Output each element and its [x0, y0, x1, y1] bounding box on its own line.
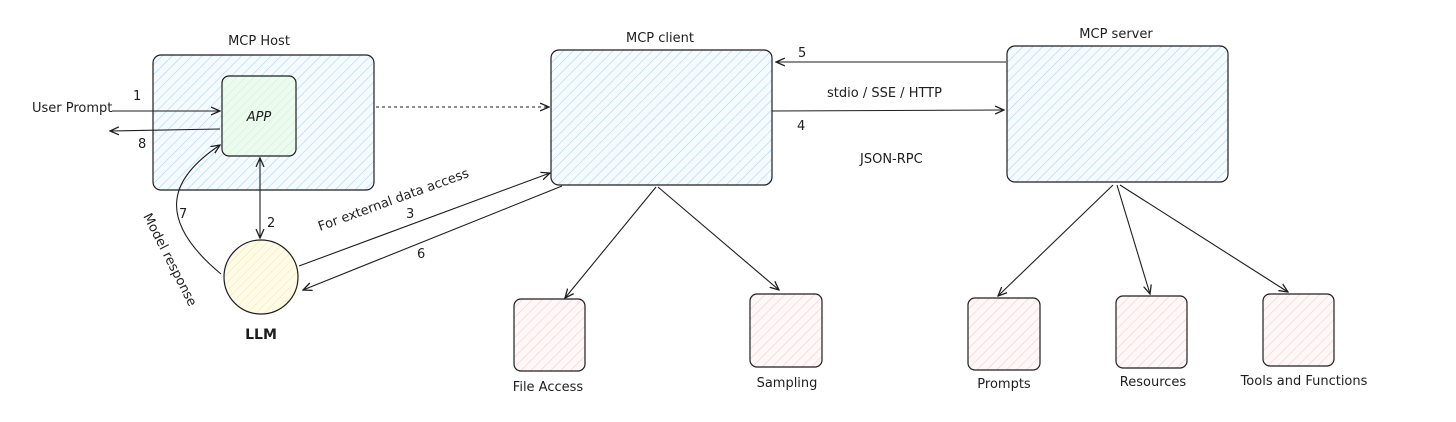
- step-7-label: 7: [179, 207, 187, 222]
- step-5-label: 5: [798, 46, 806, 61]
- step-4-label: 4: [797, 119, 805, 134]
- mcp-client-title: MCP client: [626, 31, 694, 46]
- llm-node[interactable]: [223, 239, 299, 315]
- server-to-prompts-arrow: [998, 184, 1114, 296]
- step-1-label: 1: [133, 89, 141, 104]
- mcp-client-group: MCP client: [550, 31, 773, 186]
- prompts-box: [967, 297, 1041, 371]
- step-4-arrow: [771, 110, 1004, 111]
- model-response-label: Model response: [139, 211, 199, 309]
- sampling-box: [749, 293, 823, 368]
- step-6-label: 6: [417, 247, 425, 262]
- step-8-label: 8: [138, 137, 146, 152]
- mcp-server-title: MCP server: [1079, 27, 1153, 42]
- user-prompt-label: User Prompt: [32, 101, 112, 116]
- resources-label: Resources: [1120, 375, 1187, 390]
- client-to-sampling-arrow: [657, 186, 779, 290]
- tools-label: Tools and Functions: [1240, 374, 1368, 389]
- step-7-arrow: [176, 145, 222, 275]
- step-2-label: 2: [267, 216, 275, 231]
- prompts-label: Prompts: [977, 377, 1031, 392]
- resources-box: [1115, 295, 1188, 369]
- step-8-arrow: [110, 129, 221, 131]
- file-access-box: [513, 298, 586, 372]
- sampling-label: Sampling: [757, 376, 818, 391]
- sampling-node[interactable]: Sampling: [749, 293, 823, 391]
- step-3-label: 3: [406, 207, 414, 222]
- tools-node[interactable]: Tools and Functions: [1240, 293, 1368, 389]
- file-access-node[interactable]: File Access: [513, 298, 586, 395]
- tools-box: [1262, 293, 1335, 367]
- mcp-host-group: MCP Host APP: [152, 34, 375, 191]
- llm-group: LLM: [223, 239, 299, 343]
- step-3-arrow: [298, 173, 550, 267]
- llm-label: LLM: [245, 327, 277, 343]
- server-to-tools-arrow: [1119, 184, 1288, 292]
- client-to-file-access-arrow: [565, 186, 657, 298]
- mcp-host-title: MCP Host: [228, 34, 290, 49]
- app-box[interactable]: [221, 75, 297, 157]
- app-label: APP: [246, 110, 272, 125]
- mcp-server-box[interactable]: [1006, 45, 1229, 183]
- protocol-label: JSON-RPC: [859, 152, 923, 167]
- file-access-label: File Access: [513, 380, 584, 395]
- server-to-resources-arrow: [1116, 184, 1150, 294]
- resources-node[interactable]: Resources: [1115, 295, 1188, 390]
- prompts-node[interactable]: Prompts: [967, 297, 1041, 392]
- transport-label: stdio / SSE / HTTP: [827, 86, 942, 101]
- mcp-client-box[interactable]: [550, 49, 773, 186]
- step-6-arrow: [303, 185, 563, 290]
- mcp-server-group: MCP server: [1006, 27, 1229, 183]
